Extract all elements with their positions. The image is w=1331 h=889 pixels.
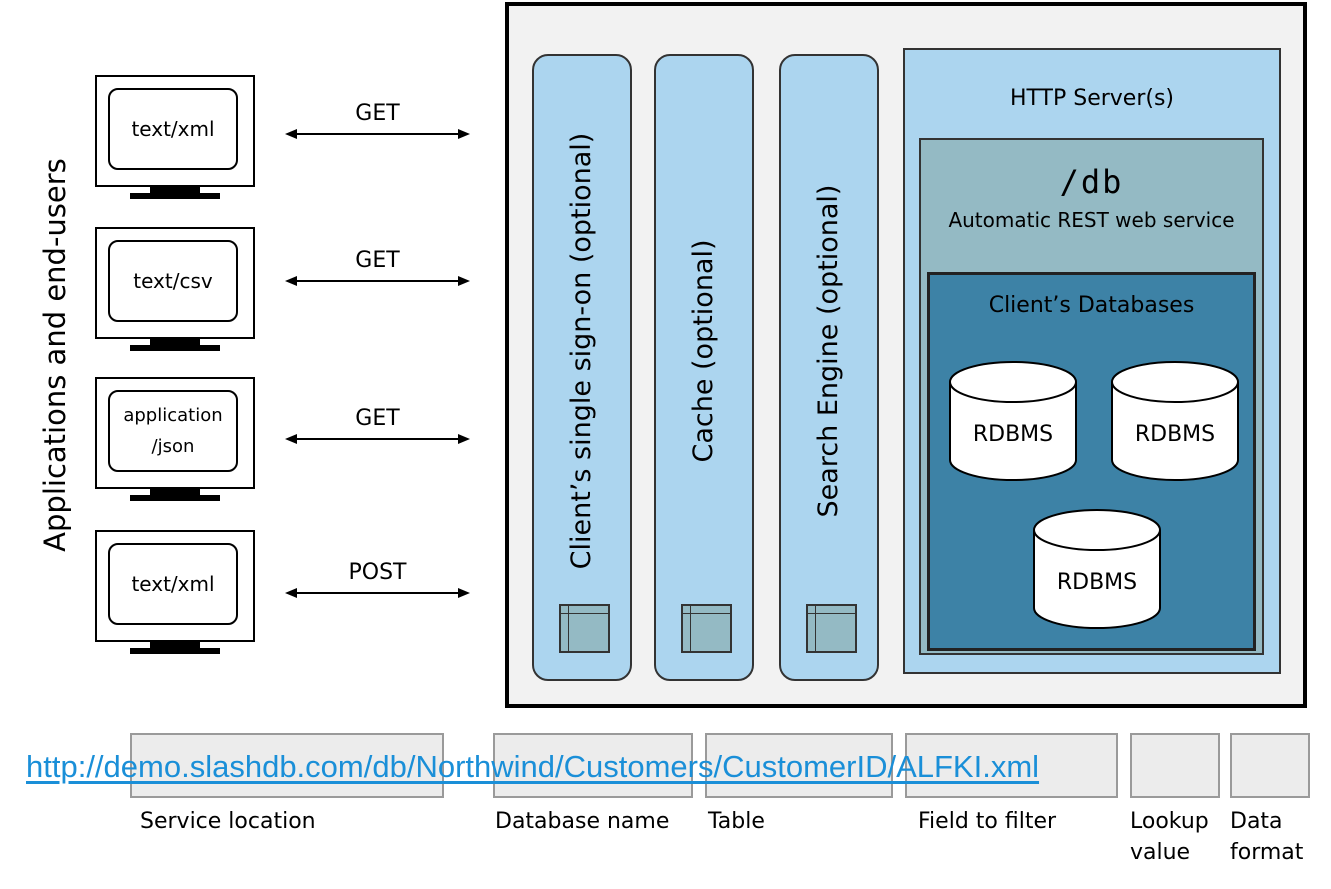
double-arrow-icon — [285, 434, 470, 444]
database-cylinder-icon — [1033, 509, 1161, 629]
monitor-base — [130, 495, 220, 501]
monitor-screen-format: application /json — [108, 390, 238, 472]
window-icon — [681, 604, 732, 653]
rdbms-label: RDBMS — [1056, 570, 1138, 595]
url-segment-box-service-location — [130, 733, 444, 798]
monitor-neck — [150, 187, 200, 193]
applications-title: Applications and end-users — [38, 158, 72, 552]
monitor-neck — [150, 642, 200, 648]
window-icon — [559, 604, 610, 653]
monitor-screen-format: text/xml — [108, 543, 238, 625]
http-server-title: HTTP Server(s) — [1009, 86, 1175, 111]
caption-lookup-value: Lookup value — [1130, 809, 1209, 865]
monitor-neck — [150, 489, 200, 495]
double-arrow-icon — [285, 129, 470, 139]
sso-label: Client’s single sign-on (optional) — [566, 132, 597, 570]
caption-database-name: Database name — [495, 809, 670, 834]
clients-databases-title: Client’s Databases — [988, 293, 1195, 318]
http-method-label: POST — [348, 560, 407, 585]
database-cylinder-icon — [949, 361, 1077, 481]
caption-data-format: Data format — [1230, 809, 1304, 865]
monitor-screen-format: text/xml — [108, 88, 238, 170]
url-segment-box-format — [1230, 733, 1310, 798]
search-engine-column: Search Engine (optional) — [779, 54, 879, 681]
monitor-neck — [150, 339, 200, 345]
url-segment-box-field — [905, 733, 1118, 798]
caption-service-location: Service location — [140, 809, 316, 834]
rdbms-label: RDBMS — [1134, 422, 1216, 447]
search-engine-label: Search Engine (optional) — [813, 184, 844, 518]
caption-table: Table — [708, 809, 765, 834]
double-arrow-icon — [285, 276, 470, 286]
http-method-label: GET — [355, 101, 400, 126]
cache-label: Cache (optional) — [688, 239, 719, 463]
monitor-base — [130, 648, 220, 654]
rdbms-label: RDBMS — [972, 422, 1054, 447]
http-method-label: GET — [355, 406, 400, 431]
caption-field-to-filter: Field to filter — [918, 809, 1057, 834]
monitor-screen-format: text/csv — [108, 240, 238, 322]
monitor-base — [130, 345, 220, 351]
monitor-base — [130, 193, 220, 199]
window-icon — [806, 604, 857, 653]
sso-column: Client’s single sign-on (optional) — [532, 54, 632, 681]
database-cylinder-icon — [1111, 361, 1239, 481]
url-segment-box-database — [493, 733, 693, 798]
url-segment-box-lookup — [1130, 733, 1220, 798]
url-segment-box-table — [705, 733, 893, 798]
http-method-label: GET — [355, 248, 400, 273]
double-arrow-icon — [285, 588, 470, 598]
db-path-label: /db — [1059, 163, 1124, 201]
cache-column: Cache (optional) — [654, 54, 754, 681]
db-subtitle: Automatic REST web service — [948, 208, 1235, 232]
example-url-link[interactable]: http://demo.slashdb.com/db/Northwind/Cus… — [26, 749, 1040, 784]
